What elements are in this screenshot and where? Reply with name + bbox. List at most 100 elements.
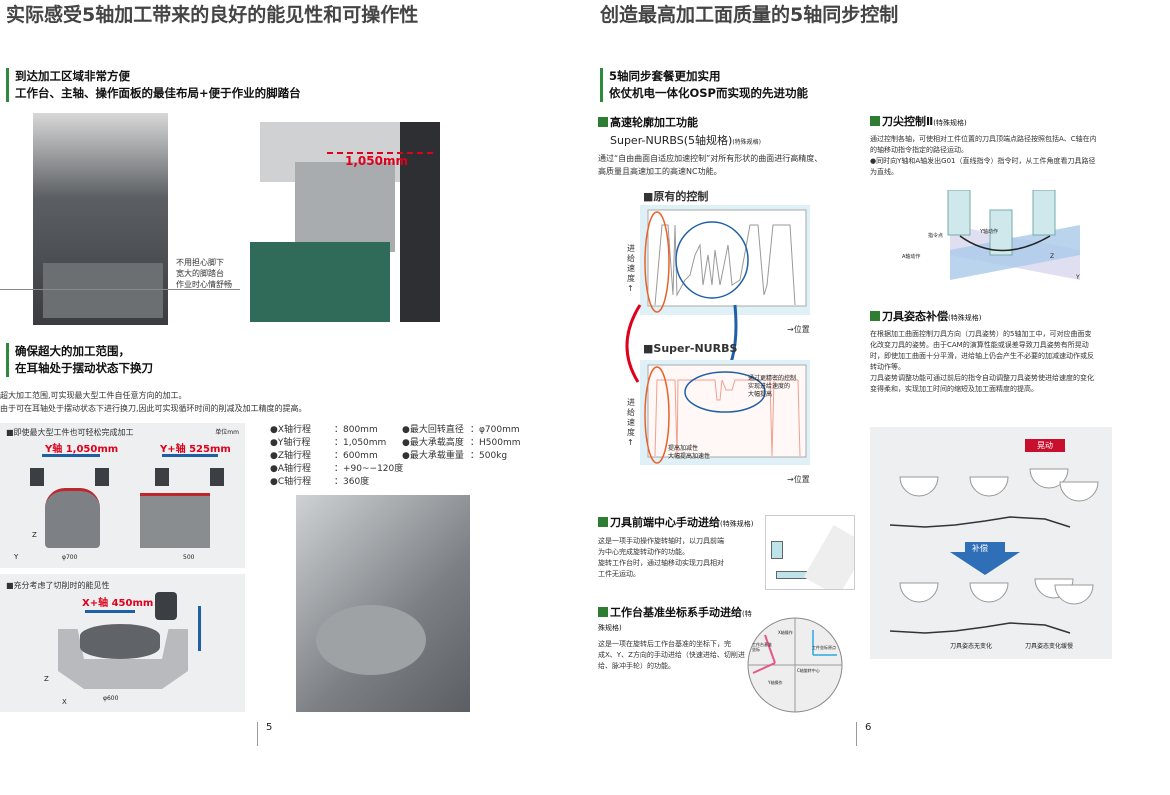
- section-title: 刀尖控制Ⅱ(特殊规格): [870, 113, 1145, 129]
- highlight-ellipse: [675, 221, 749, 299]
- note-line: 大幅提高加速性: [668, 453, 711, 460]
- heading-line: 到达加工区域非常方便: [15, 69, 130, 83]
- heading-line: 工作台、主轴、操作面板的最佳布局+便于作业的脚踏台: [15, 86, 301, 100]
- spec-key: ●Z轴行程: [270, 451, 312, 461]
- spec-key: ●X轴行程: [270, 425, 312, 435]
- y-axis-travel: Y轴 1,050mm: [45, 444, 119, 455]
- front-description: 这是一项手动操作旋转轴时，以刀具前端为中心完成旋转动作的功能。旋转工作台时，通过…: [598, 536, 758, 580]
- arrow-icon: [42, 454, 100, 457]
- spec-value: ：800mm: [334, 425, 378, 435]
- spec-tag: (特殊规格): [598, 610, 752, 632]
- red-arrow-icon: [625, 304, 642, 383]
- speed-line: [654, 224, 796, 306]
- body-line: 旋转工作台时，通过轴移动实现刀具相对: [598, 559, 724, 567]
- spindle-icon: [155, 468, 169, 486]
- title-text: 刀尖控制Ⅱ: [882, 115, 934, 128]
- spec-key: ●最大回转直径: [402, 425, 464, 435]
- x-axis-label: →位置: [787, 325, 810, 334]
- spec-item: ●最大承载重量：500kg: [402, 450, 520, 463]
- front-feed-section: 刀具前端中心手动进给(特殊规格) 这是一项手动操作旋转轴时，以刀具前端为中心完成…: [598, 514, 758, 580]
- table-shape: [80, 624, 160, 659]
- body-line: 超大加工范围,可实现最大型工件自任意方向的加工。: [0, 391, 187, 400]
- body-line: 变得柔和，实现加工时间的缩短及加工面精度的提高。: [870, 385, 1038, 393]
- body-line: 这是一项在旋转后工作台基准的坐标下，完: [598, 640, 731, 648]
- spec-tag: (特殊规格): [933, 119, 967, 127]
- heading-line: 5轴同步套餐更加实用: [609, 69, 721, 83]
- caption-line: 不用担心脚下: [176, 258, 224, 267]
- spec-list: ●X轴行程：800mm ●Y轴行程：1,050mm ●Z轴行程：600mm ●A…: [270, 424, 403, 489]
- spindle-icon: [95, 468, 109, 486]
- section-title: 刀具前端中心手动进给(特殊规格): [598, 514, 758, 530]
- dimension-label: 500: [183, 554, 195, 561]
- title-text: 刀具前端中心手动进给: [610, 516, 720, 529]
- spec-tag: (特殊规格): [720, 520, 754, 528]
- title-text: 刀具姿态补偿: [882, 310, 948, 323]
- spec-value: ：500kg: [470, 451, 508, 461]
- nurbs-section: 高速轮廓加工功能 Super-NURBS(5轴规格)(特殊规格) 通过“自由曲面…: [598, 114, 822, 178]
- foot-step-caption: 不用担心脚下 宽大的脚踏台 作业时心情舒畅: [176, 257, 232, 290]
- spec-item: ●最大承载高度：H500mm: [402, 437, 520, 450]
- axis-z-label: Z: [32, 531, 37, 539]
- figure-title: ■充分考虑了切削时的能见性: [6, 581, 110, 590]
- nurbs-subtitle: Super-NURBS(5轴规格)(特殊规格): [598, 132, 822, 148]
- spec-tag: (特殊规格): [948, 314, 982, 322]
- body-line: 成X、Y、Z方向的手动进给（快速进给、切削进: [598, 651, 745, 659]
- title-text: 工作台基准坐标系手动进给: [610, 606, 742, 619]
- page-title-left: 实际感受5轴加工带来的良好的能见性和可操作性: [6, 4, 419, 26]
- tool-pose-section: 刀具姿态补偿(特殊规格) 在根据加工曲面控制刀具方向（刀具姿势）的5轴加工中，可…: [870, 308, 1145, 395]
- range-description: 超大加工范围,可实现最大型工件自任意方向的加工。 由于可在耳轴处于摆动状态下进行…: [0, 389, 307, 415]
- spindle-icon: [155, 592, 177, 620]
- spec-item: ●最大回转直径 ：φ700mm: [402, 424, 520, 437]
- table-shape: [45, 488, 100, 548]
- spec-value: ：600mm: [334, 451, 378, 461]
- y-axis-label: 进给速度↑: [627, 398, 635, 447]
- caption-slow-change: 刀具姿态变化缓慢: [1025, 643, 1074, 650]
- body-line: ●同时向Y轴和A轴发出G01（直线指令）指令时，从工件角度看刀具路径: [870, 157, 1096, 165]
- section-heading-5axis: 5轴同步套餐更加实用 依仗机电一体化OSP而实现的先进功能: [600, 68, 808, 102]
- speed-line: [654, 379, 801, 457]
- axis-z-label: Z: [1050, 253, 1055, 260]
- x-axis-label: →位置: [787, 475, 810, 484]
- subtitle-text: Super-NURBS(5轴规格): [610, 134, 733, 147]
- body-line: 高质量且高速加工的高速NC功能。: [598, 167, 722, 176]
- note-line: 提高加减性: [668, 445, 699, 452]
- chart-super-nurbs: [640, 360, 810, 465]
- pose-description: 在根据加工曲面控制刀具方向（刀具姿势）的5轴加工中，可对应曲面变化改变刀具的姿势…: [870, 329, 1145, 395]
- spec-key: ●Y轴行程: [270, 438, 311, 448]
- section-heading-access: 到达加工区域非常方便 工作台、主轴、操作面板的最佳布局+便于作业的脚踏台: [6, 68, 301, 102]
- section-title: 刀具姿态补偿(特殊规格): [870, 308, 1145, 324]
- diagram-label: C轴旋转中心: [797, 668, 820, 673]
- section-title: 高速轮廓加工功能: [598, 114, 822, 130]
- heading-line: 在耳轴处于摆动状态下换刀: [15, 361, 153, 375]
- caption-line: 宽大的脚踏台: [176, 269, 224, 278]
- body-line: 为直线。: [870, 168, 898, 176]
- dimension-label: 1,050mm: [345, 154, 408, 168]
- compensate-label: 补偿: [972, 544, 988, 553]
- axis-x-label: X: [62, 698, 67, 706]
- diagram-label: X轴操作: [778, 630, 793, 635]
- tip-control-section: 刀尖控制Ⅱ(特殊规格) 通过控制各轴，可使相对工件位置的刀具顶端点路径按照包括A…: [870, 113, 1145, 178]
- section-heading-range: 确保超大的加工范围， 在耳轴处于摆动状态下换刀: [6, 343, 153, 377]
- chart-note: 通过更精密的控制实现进给速度的大幅提高: [748, 375, 796, 399]
- x-axis-travel: X+轴 450mm: [82, 598, 154, 609]
- body-line: 的轴移动指令指定的路径运动。: [870, 146, 968, 154]
- title-text: 高速轮廓加工功能: [610, 116, 698, 129]
- spec-value: ：φ700mm: [470, 425, 520, 435]
- y-axis-label: 进给速度↑: [627, 244, 635, 293]
- square-icon: [870, 311, 880, 321]
- tip-description: 通过控制各轴，可使相对工件位置的刀具顶端点路径按照包括A、C轴在内的轴移动指令指…: [870, 134, 1145, 178]
- highlight-ellipse: [644, 366, 670, 464]
- tool-tip-rotation-diagram: [765, 515, 855, 590]
- arrow-icon: [752, 662, 776, 674]
- arrow-icon: [764, 634, 776, 664]
- tool-pose-diagram: 晃动 补偿 刀具姿态无变化 刀具姿态变化缓慢: [870, 427, 1112, 659]
- body-line: 通过控制各轴，可使相对工件位置的刀具顶端点路径按照包括A、C轴在内: [870, 135, 1097, 143]
- chart2-title: ■Super-NURBS: [643, 342, 738, 355]
- heading-line: 依仗机电一体化OSP而实现的先进功能: [609, 86, 808, 100]
- caption-leader-line: [0, 289, 240, 290]
- page-title-right: 创造最高加工面质量的5轴同步控制: [600, 4, 899, 26]
- square-icon: [598, 517, 608, 527]
- arrow-icon: [85, 610, 135, 613]
- path-arrow-icon: [959, 235, 1051, 252]
- spec-list-2: ●最大回转直径 ：φ700mm ●最大承载高度：H500mm ●最大承载重量：50…: [402, 424, 520, 463]
